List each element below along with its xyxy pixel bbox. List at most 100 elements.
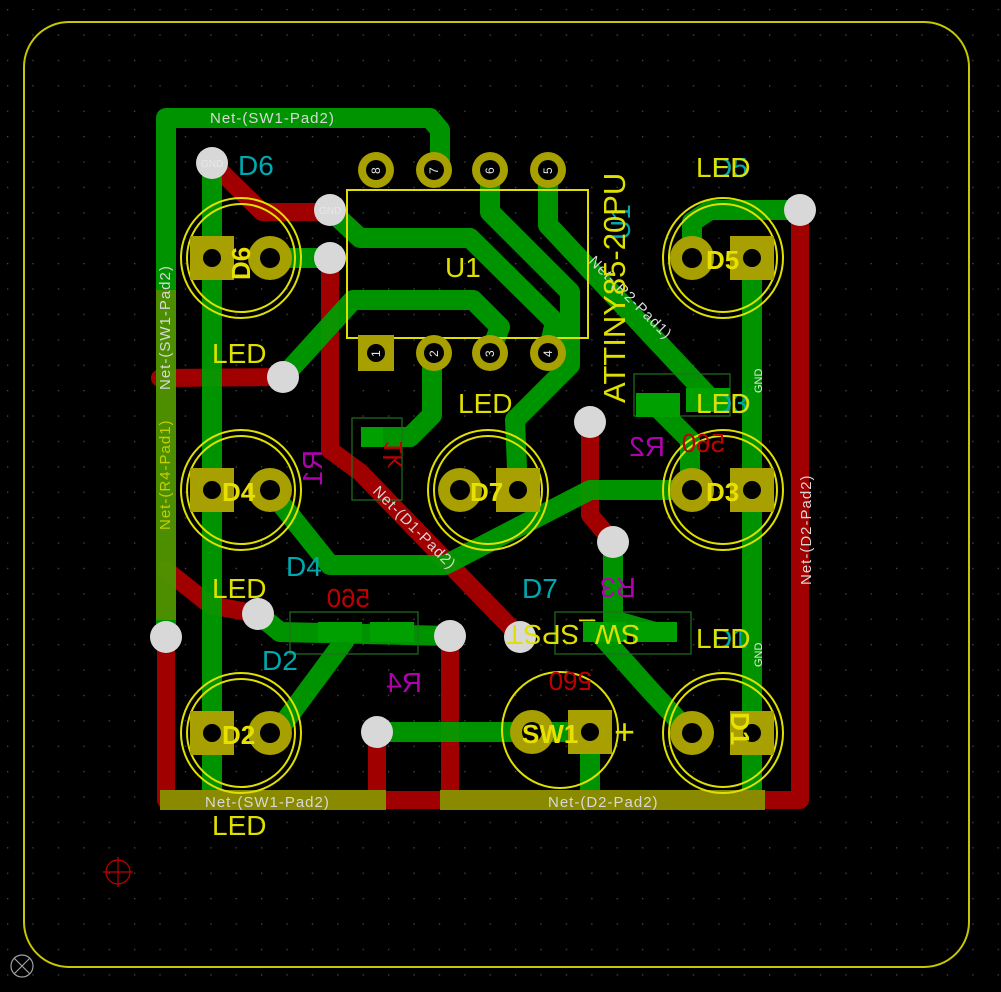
switch-outline — [501, 671, 619, 789]
smd-pad — [636, 393, 680, 417]
drill-hole — [480, 343, 500, 363]
smd-pad — [361, 427, 383, 447]
vias-layer: GND GND — [150, 147, 816, 748]
u1-outline — [346, 189, 589, 339]
pin-number: 2 — [427, 350, 441, 357]
copper-trace — [321, 249, 529, 646]
led-value: LED — [696, 152, 750, 183]
led-value: LED — [212, 338, 266, 369]
drill-hole — [743, 249, 761, 267]
copper-trace — [260, 480, 700, 575]
net-label: Net-(SW1-Pad2) — [210, 110, 335, 127]
drill-hole — [260, 723, 280, 743]
gnd-label: GND — [753, 369, 765, 394]
d1-pad-reference: D1 — [725, 712, 755, 745]
d6-reference: D6 — [238, 150, 274, 181]
led-outline — [662, 672, 784, 794]
led-outline — [186, 203, 296, 313]
drill-hole — [366, 160, 386, 180]
led-outline — [668, 678, 778, 788]
r2-value: 560 — [682, 428, 725, 458]
r1-reference: R1 — [297, 450, 328, 486]
via — [504, 621, 536, 653]
d2-reference: D2 — [262, 645, 298, 676]
led-outline — [180, 197, 302, 319]
drill-hole — [260, 248, 280, 268]
overlap-bands — [156, 290, 765, 810]
via-net-label: GND — [319, 206, 341, 217]
d2-pad-reference: D2 — [222, 720, 255, 750]
copper-trace — [320, 200, 565, 363]
drill-hole — [424, 160, 444, 180]
via — [361, 716, 393, 748]
drill-hole — [743, 481, 761, 499]
via — [314, 194, 346, 226]
led-outline — [668, 435, 778, 545]
pin-number: 1 — [369, 350, 383, 357]
d4-reference: D4 — [286, 551, 322, 582]
via — [434, 620, 466, 652]
board-outline — [23, 21, 970, 968]
led-value: LED — [696, 623, 750, 654]
smd-pad — [370, 622, 414, 642]
led-outline — [662, 429, 784, 551]
u1-reference: U1 — [445, 252, 481, 283]
pin-number: 8 — [369, 167, 383, 174]
led-outline — [668, 203, 778, 313]
via — [150, 621, 182, 653]
silkscreen-layer — [180, 197, 784, 794]
net-label: Net-(D2-Pad2) — [548, 794, 659, 811]
d7-reference: D7 — [522, 573, 558, 604]
d7-pad-reference: D7 — [470, 477, 503, 507]
led-outline — [180, 429, 302, 551]
r2-reference: R2 — [629, 431, 665, 462]
net-label: Net-(R4-Pad1) — [157, 419, 174, 530]
resistor-courtyard — [554, 611, 692, 655]
drill-hole — [682, 480, 702, 500]
d5-pad-reference: D5 — [706, 245, 739, 275]
drill-hole — [682, 723, 702, 743]
via — [784, 194, 816, 226]
via-net-label: GND — [201, 159, 223, 170]
u1-fab-reference: U1 — [605, 204, 636, 240]
drill-hole — [538, 343, 558, 363]
drill-hole — [522, 722, 542, 742]
resistor-courtyard — [289, 611, 419, 655]
net-label: Net-(SW1-Pad2) — [205, 794, 330, 811]
smd-pad — [686, 388, 730, 412]
drill-hole — [203, 249, 221, 267]
led-value: LED — [212, 573, 266, 604]
led-outline — [433, 435, 543, 545]
led-outline — [180, 672, 302, 794]
sw1-reference: SW1 — [522, 719, 578, 749]
pin-number: 7 — [427, 167, 441, 174]
drill-hole — [424, 343, 444, 363]
r4-value: 560 — [327, 583, 370, 613]
d1-reference: D1 — [712, 623, 748, 654]
smd-pad — [633, 622, 677, 642]
sw1-value: SW_SPST — [506, 619, 640, 650]
led-outline — [186, 678, 296, 788]
led-value: LED — [696, 388, 750, 419]
d3-reference: D3 — [712, 388, 748, 419]
gnd-label: GND — [753, 643, 765, 668]
overlap-band — [160, 790, 386, 810]
led-outline — [662, 197, 784, 319]
overlap-band — [440, 790, 765, 810]
drill-hole — [367, 344, 385, 362]
copper-trace — [273, 290, 510, 387]
overlap-band — [156, 290, 176, 620]
drill-hole — [682, 248, 702, 268]
d6-pad-reference: D6 — [226, 247, 256, 280]
d4-pad-reference: D4 — [222, 477, 256, 507]
pin-number: 4 — [541, 350, 555, 357]
drill-hole — [538, 160, 558, 180]
pin-number: 6 — [483, 167, 497, 174]
r3-reference: R3 — [600, 572, 636, 603]
led-value: LED — [458, 388, 512, 419]
r3-value: 560 — [549, 666, 592, 696]
u1-value: ATTINY85-20PU — [597, 173, 632, 403]
drill-hole — [203, 481, 221, 499]
